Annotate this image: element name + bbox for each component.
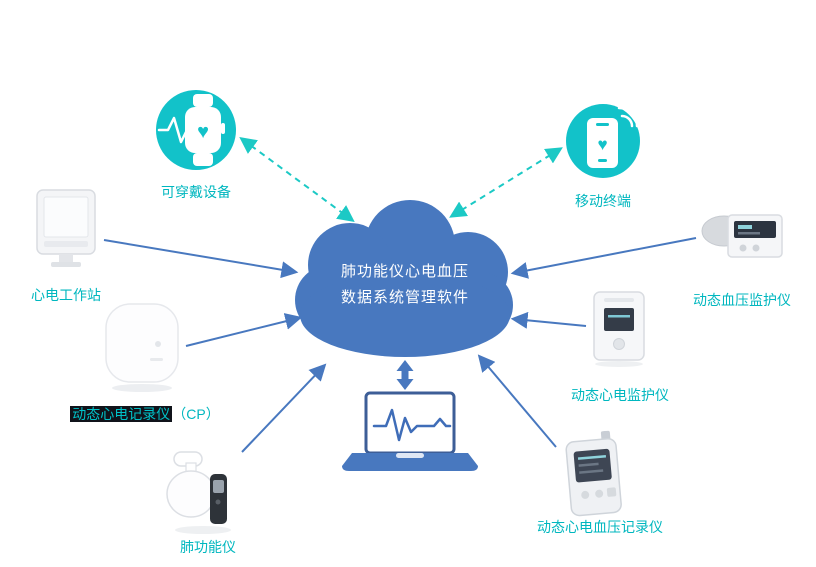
- ecg-monitor-node: [588, 288, 650, 373]
- bp-monitor-label: 动态血压监护仪: [693, 292, 791, 308]
- smartwatch-icon: ♥: [156, 90, 236, 170]
- mobile-node: ♥: [558, 96, 654, 191]
- workstation-label: 心电工作站: [31, 287, 101, 303]
- spirometer-image: [166, 451, 231, 534]
- ecg-bp-recorder-label: 动态心电血压记录仪: [537, 519, 663, 535]
- cp-recorder-image: [105, 303, 179, 392]
- ecg-waveform-icon: [372, 408, 452, 442]
- heart-icon: ♥: [197, 121, 209, 143]
- ecg-bp-recorder-image: [565, 430, 622, 517]
- spirometer-node: [158, 446, 243, 541]
- laptop-node: [338, 390, 482, 481]
- connector-bp-monitor-cloud: [510, 237, 697, 279]
- ecg-monitor-label: 动态心电监护仪: [571, 387, 669, 403]
- cp-recorder-label-suffix: （CP）: [172, 406, 220, 422]
- mobile-label: 移动终端: [575, 193, 631, 209]
- cp-recorder-label-highlight: 动态心电记录仪: [70, 406, 173, 422]
- wearable-node: ♥: [146, 80, 246, 185]
- ecg-workstation-image: [36, 189, 96, 267]
- wearable-label: 可穿戴设备: [161, 184, 231, 200]
- smartphone-icon: ♥: [566, 104, 640, 178]
- heart-icon: ♥: [597, 135, 607, 154]
- cloud-title-line1: 肺功能仪心电血压: [340, 263, 469, 280]
- workstation-node: [33, 188, 103, 278]
- spirometer-label: 肺功能仪: [180, 539, 236, 555]
- connector-spirometer-cloud: [241, 363, 327, 453]
- connector-cloud-laptop-double-arrow: [396, 360, 414, 390]
- laptop-icon: [342, 391, 478, 471]
- connector-ecg-monitor-cloud: [510, 311, 587, 329]
- cloud-title: 肺功能仪心电血压 数据系统管理软件: [305, 259, 505, 311]
- bp-monitor-node: [698, 205, 790, 272]
- connector-cp-recorder-cloud: [185, 313, 303, 347]
- wifi-waves-icon: [620, 114, 634, 128]
- connector-wearable-cloud-dashed: [239, 136, 355, 223]
- bp-monitor-image: [701, 214, 783, 258]
- ecg-bp-recorder-node: [551, 429, 639, 533]
- connector-workstation-cloud: [103, 239, 299, 279]
- connector-ecg-bp-recorder-cloud: [477, 354, 557, 448]
- cp-recorder-label: 动态心电记录仪（CP）: [45, 405, 245, 423]
- cloud-shape: [295, 200, 513, 357]
- ecg-monitor-image: [593, 291, 645, 367]
- cp-recorder-node: [102, 300, 182, 400]
- cloud-title-line2: 数据系统管理软件: [340, 289, 469, 306]
